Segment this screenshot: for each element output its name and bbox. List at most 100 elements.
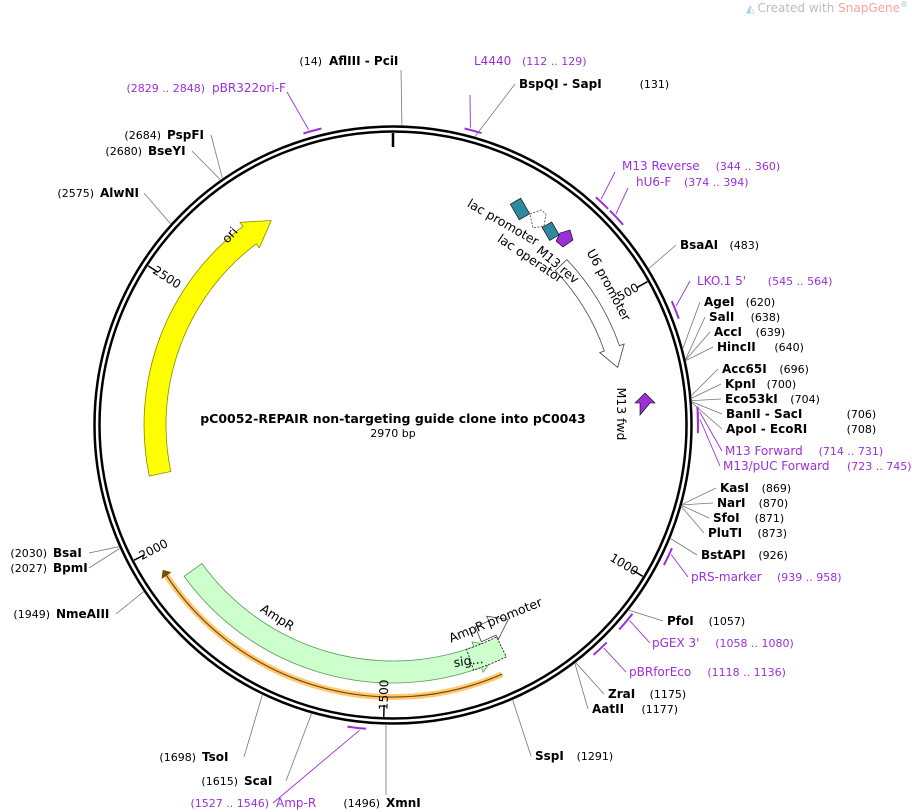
enzyme-leader-line <box>682 502 714 506</box>
enzyme-position: (1057) <box>709 615 746 628</box>
primer-m13-puc-forward: M13/pUC Forward (723 .. 745) <box>696 412 912 473</box>
enzyme-leader-line <box>88 546 119 554</box>
enzyme-acci: AccI(639) <box>685 325 786 361</box>
enzyme-name: PfoI <box>667 614 694 628</box>
enzyme-name: KpnI <box>725 377 756 391</box>
enzyme-leader-line <box>685 331 711 361</box>
enzyme-position: (2030) <box>10 547 47 560</box>
tick-label: 2000 <box>137 536 171 563</box>
enzyme-sfoi: SfoI(871) <box>681 505 785 525</box>
enzyme-name: HincII <box>717 340 756 354</box>
primer-range: (344 .. 360) <box>716 160 781 173</box>
primer-leader-line <box>615 187 629 215</box>
primer-range: (723 .. 745) <box>847 460 912 473</box>
snapgene-watermark: ◭Created with SnapGene® <box>746 0 908 15</box>
enzyme-position: (700) <box>767 378 797 391</box>
feature-lac-operator <box>529 209 547 229</box>
primer-range: (1058 .. 1080) <box>715 637 794 650</box>
feature-signal-sequence <box>466 636 507 671</box>
feature-layer <box>143 197 656 701</box>
enzyme-leader-line <box>574 663 589 710</box>
enzyme-position: (696) <box>779 363 809 376</box>
primer-leader-line <box>675 280 691 307</box>
enzyme-position: (2680) <box>105 145 142 158</box>
enzyme-position: (14) <box>299 55 322 68</box>
enzyme-pspfi: (2684)PspFI <box>124 128 223 179</box>
enzyme-name: SspI <box>535 749 564 763</box>
primer-leader-line <box>600 171 616 200</box>
feature-m13-fwd <box>634 392 656 416</box>
primer-binding-site <box>595 196 609 210</box>
enzyme-position: (638) <box>751 311 781 324</box>
enzyme-pluti: PluTI(873) <box>681 506 787 540</box>
primer-name: pBRforEco <box>629 665 691 679</box>
watermark-mark: ® <box>900 0 908 9</box>
primer-lko-1-5: LKO.1 5'(545 .. 564) <box>670 274 832 319</box>
primer-leader-line <box>286 91 310 131</box>
enzyme-agei: AgeI (620) <box>682 295 776 349</box>
tick-mark <box>632 569 644 577</box>
enzyme-name: KasI <box>720 481 749 495</box>
enzyme-banii: BanII - SacI(706) <box>691 401 877 421</box>
primer-l4440: L4440(112 .. 129) <box>464 54 587 135</box>
enzyme-name: BsaAI <box>680 238 718 252</box>
enzyme-leader-line <box>685 346 714 361</box>
primer-leader-line <box>603 647 627 673</box>
watermark-brand: SnapGene <box>838 1 900 15</box>
backbone-outer-strand <box>93 125 693 725</box>
enzyme-position: (2575) <box>57 187 94 200</box>
enzyme-zrai: ZraI(1175) <box>575 662 686 701</box>
enzyme-leader-line <box>210 134 223 179</box>
enzyme-kpni: KpnI (700) <box>691 377 797 399</box>
enzyme-leader-line <box>691 401 723 415</box>
enzyme-name: ScaI <box>244 774 272 788</box>
backbone-inner-strand <box>98 130 688 720</box>
enzyme-name: NmeAIII <box>56 607 109 621</box>
primer-pbrforeco: pBRforEco (1118 .. 1136) <box>592 641 786 679</box>
enzyme-position: (870) <box>759 497 789 510</box>
enzyme-position: (1291) <box>577 750 614 763</box>
primer-pbr322ori-f: (2829 .. 2848)pBR322ori-F <box>126 81 322 135</box>
primer-name: Amp-R <box>276 796 316 810</box>
primer-binding-site <box>347 725 366 730</box>
primer-binding-site <box>670 300 680 319</box>
enzyme-name: AgeI <box>704 295 734 309</box>
primer-range: (1527 .. 1546) <box>190 797 269 810</box>
enzyme-position: (620) <box>746 296 776 309</box>
enzyme-leader-line <box>191 150 221 180</box>
enzyme-position: (926) <box>758 549 788 562</box>
tick-label: 1500 <box>376 679 391 710</box>
enzyme-position: (871) <box>755 512 785 525</box>
ampr-highlight-line <box>164 572 503 698</box>
feature-label-signal-sequence: sig... <box>453 651 485 670</box>
primer-binding-site <box>609 209 624 226</box>
enzyme-position: (639) <box>756 326 786 339</box>
enzyme-name: AflIII - PciI <box>329 54 398 68</box>
enzyme-sali: SalI(638) <box>685 310 781 360</box>
enzyme-position: (1177) <box>642 703 679 716</box>
tick-label: 1000 <box>607 551 640 579</box>
enzyme-leader-line <box>670 538 698 556</box>
enzyme-leader-line <box>88 548 120 569</box>
primer-hu6-f: hU6-F(374 .. 394) <box>609 175 749 226</box>
enzyme-name: Eco53kI <box>725 392 778 406</box>
primer-name: M13 Reverse <box>622 159 700 173</box>
enzyme-name: PluTI <box>708 526 742 540</box>
primer-binding-site <box>464 127 482 135</box>
primer-name: M13/pUC Forward <box>723 459 830 473</box>
enzyme-position: (869) <box>762 482 792 495</box>
primer-binding-site <box>663 547 673 566</box>
enzyme-position: (706) <box>847 408 877 421</box>
primer-range: (1118 .. 1136) <box>707 666 786 679</box>
enzyme-name: Acc65I <box>722 362 767 376</box>
primer-binding-site <box>618 613 634 631</box>
primer-binding-site <box>592 641 608 656</box>
primer-leader-line <box>699 419 721 467</box>
enzyme-position: (483) <box>730 239 760 252</box>
enzyme-position: (2027) <box>10 562 47 575</box>
enzyme-leader-line <box>682 301 701 349</box>
enzyme-leader-line <box>691 368 719 396</box>
primer-name: L4440 <box>474 54 511 68</box>
enzyme-name: AatII <box>592 702 624 716</box>
